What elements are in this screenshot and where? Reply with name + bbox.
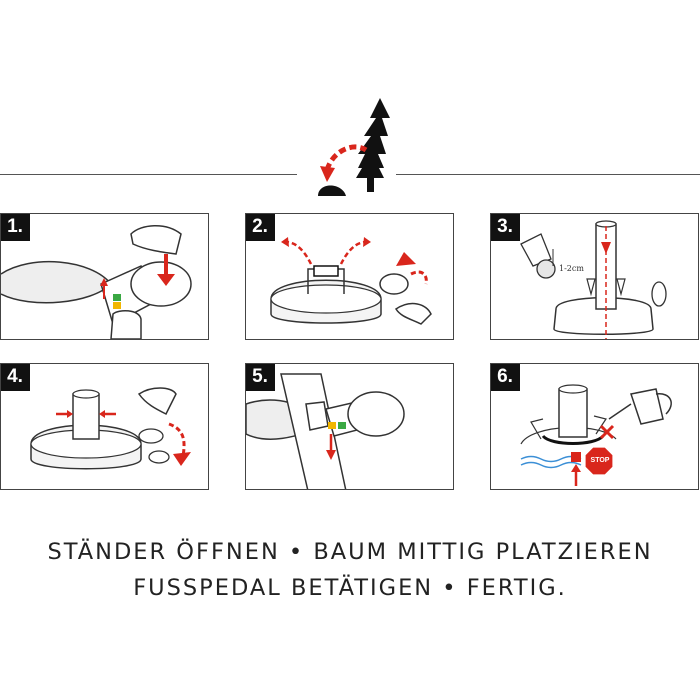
step-number-1: 1.: [1, 214, 30, 241]
gap-measurement-label: 1-2cm: [559, 264, 584, 273]
stop-sign-label: STOP: [590, 457, 610, 464]
step-panel-6: 6. STOP: [490, 363, 699, 490]
step-panel-2: 2.: [245, 213, 454, 340]
step-number-4: 4.: [1, 364, 30, 391]
step-6-illustration: [520, 384, 672, 486]
step-2-illustration: [270, 237, 432, 325]
step-panel-5: 5.: [245, 363, 454, 490]
step-panel-4: 4.: [0, 363, 209, 490]
stop-sign-icon: [584, 446, 614, 476]
step-panel-3: 3. 1-2cm: [490, 213, 699, 340]
divider-right: [396, 174, 700, 175]
instructions-line-2: FUSSPEDAL BETÄTIGEN • FERTIG.: [133, 575, 567, 601]
step-5-illustration: [246, 373, 405, 489]
instructions-line-1: STÄNDER ÖFFNEN • BAUM MITTIG PLATZIEREN: [47, 539, 653, 565]
tree-in-stand-icon: [318, 98, 390, 196]
step-number-6: 6.: [491, 364, 520, 391]
step-3-illustration: [520, 220, 667, 339]
step-number-3: 3.: [491, 214, 520, 241]
step-4-illustration: [30, 387, 191, 470]
step-number-2: 2.: [246, 214, 275, 241]
step-1-illustration: [1, 225, 192, 339]
divider-left: [0, 174, 297, 175]
step-panel-1: 1.: [0, 213, 209, 340]
step-number-5: 5.: [246, 364, 275, 391]
